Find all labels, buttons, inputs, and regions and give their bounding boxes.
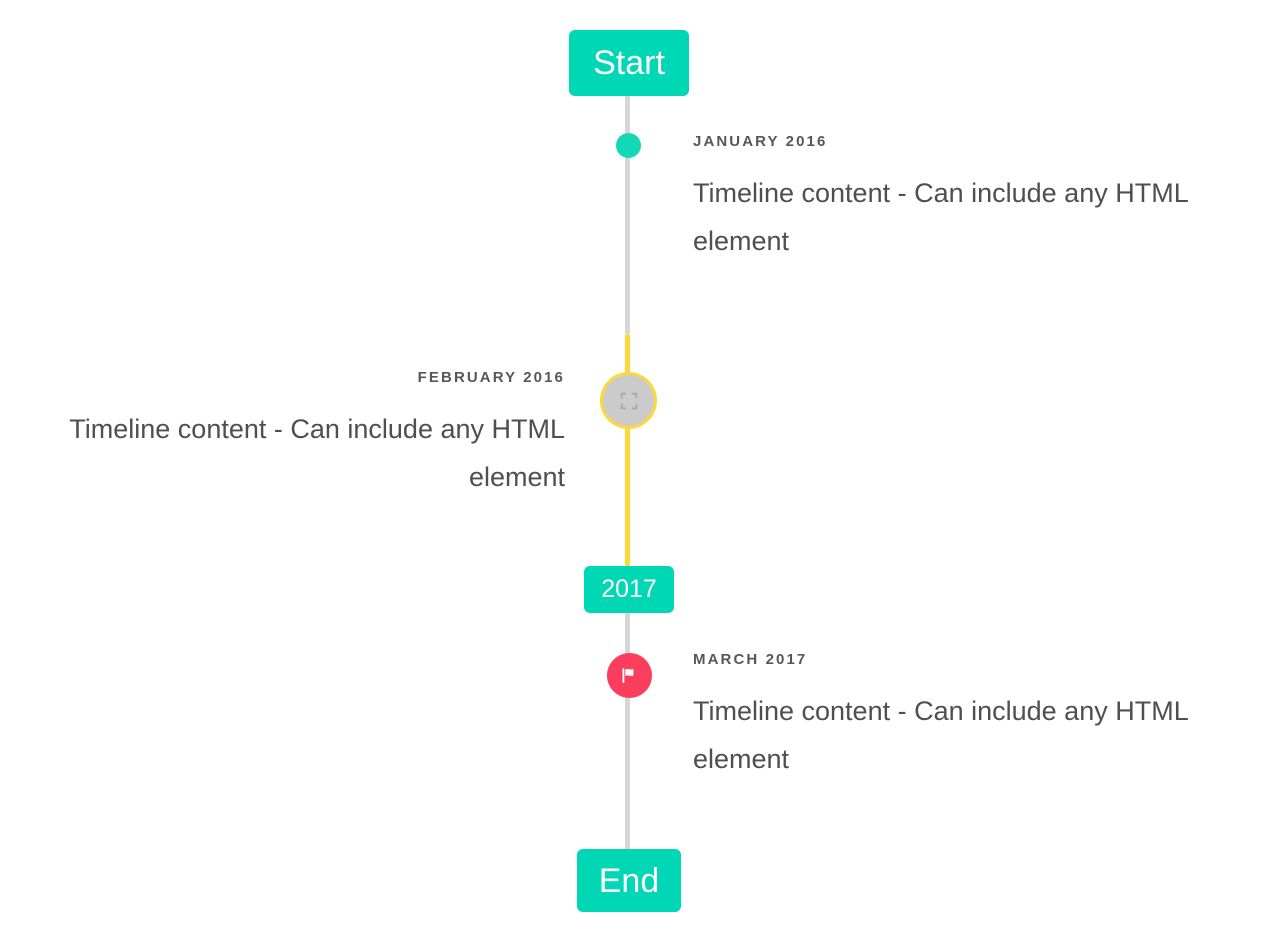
flag-icon — [619, 665, 640, 686]
timeline-entry-label: JANUARY 2016 — [693, 133, 828, 150]
timeline-entry-label: FEBRUARY 2016 — [417, 369, 565, 386]
timeline-marker-march-2017[interactable] — [607, 653, 652, 698]
timeline-entry-february-2016: FEBRUARY 2016 Timeline content - Can inc… — [25, 369, 565, 501]
timeline-year-badge[interactable]: 2017 — [584, 566, 674, 613]
timeline-entry-label: MARCH 2017 — [693, 651, 808, 668]
timeline-marker-february-2016[interactable] — [600, 372, 657, 429]
timeline-entry-january-2016: JANUARY 2016 Timeline content - Can incl… — [693, 133, 1233, 265]
timeline-rail-segment-upper — [625, 88, 630, 334]
broken-image-icon — [618, 390, 640, 412]
timeline-entry-march-2017: MARCH 2017 Timeline content - Can includ… — [693, 651, 1233, 783]
timeline-rail-segment-lower — [625, 612, 630, 854]
timeline-start-badge[interactable]: Start — [569, 30, 689, 96]
timeline-end-badge[interactable]: End — [577, 849, 681, 912]
timeline-entry-body: Timeline content - Can include any HTML … — [693, 178, 1188, 257]
timeline-marker-january-2016[interactable] — [616, 133, 641, 158]
timeline-entry-body: Timeline content - Can include any HTML … — [693, 696, 1188, 775]
timeline-entry-body: Timeline content - Can include any HTML … — [69, 414, 565, 493]
timeline-rail-segment-active — [625, 334, 630, 567]
